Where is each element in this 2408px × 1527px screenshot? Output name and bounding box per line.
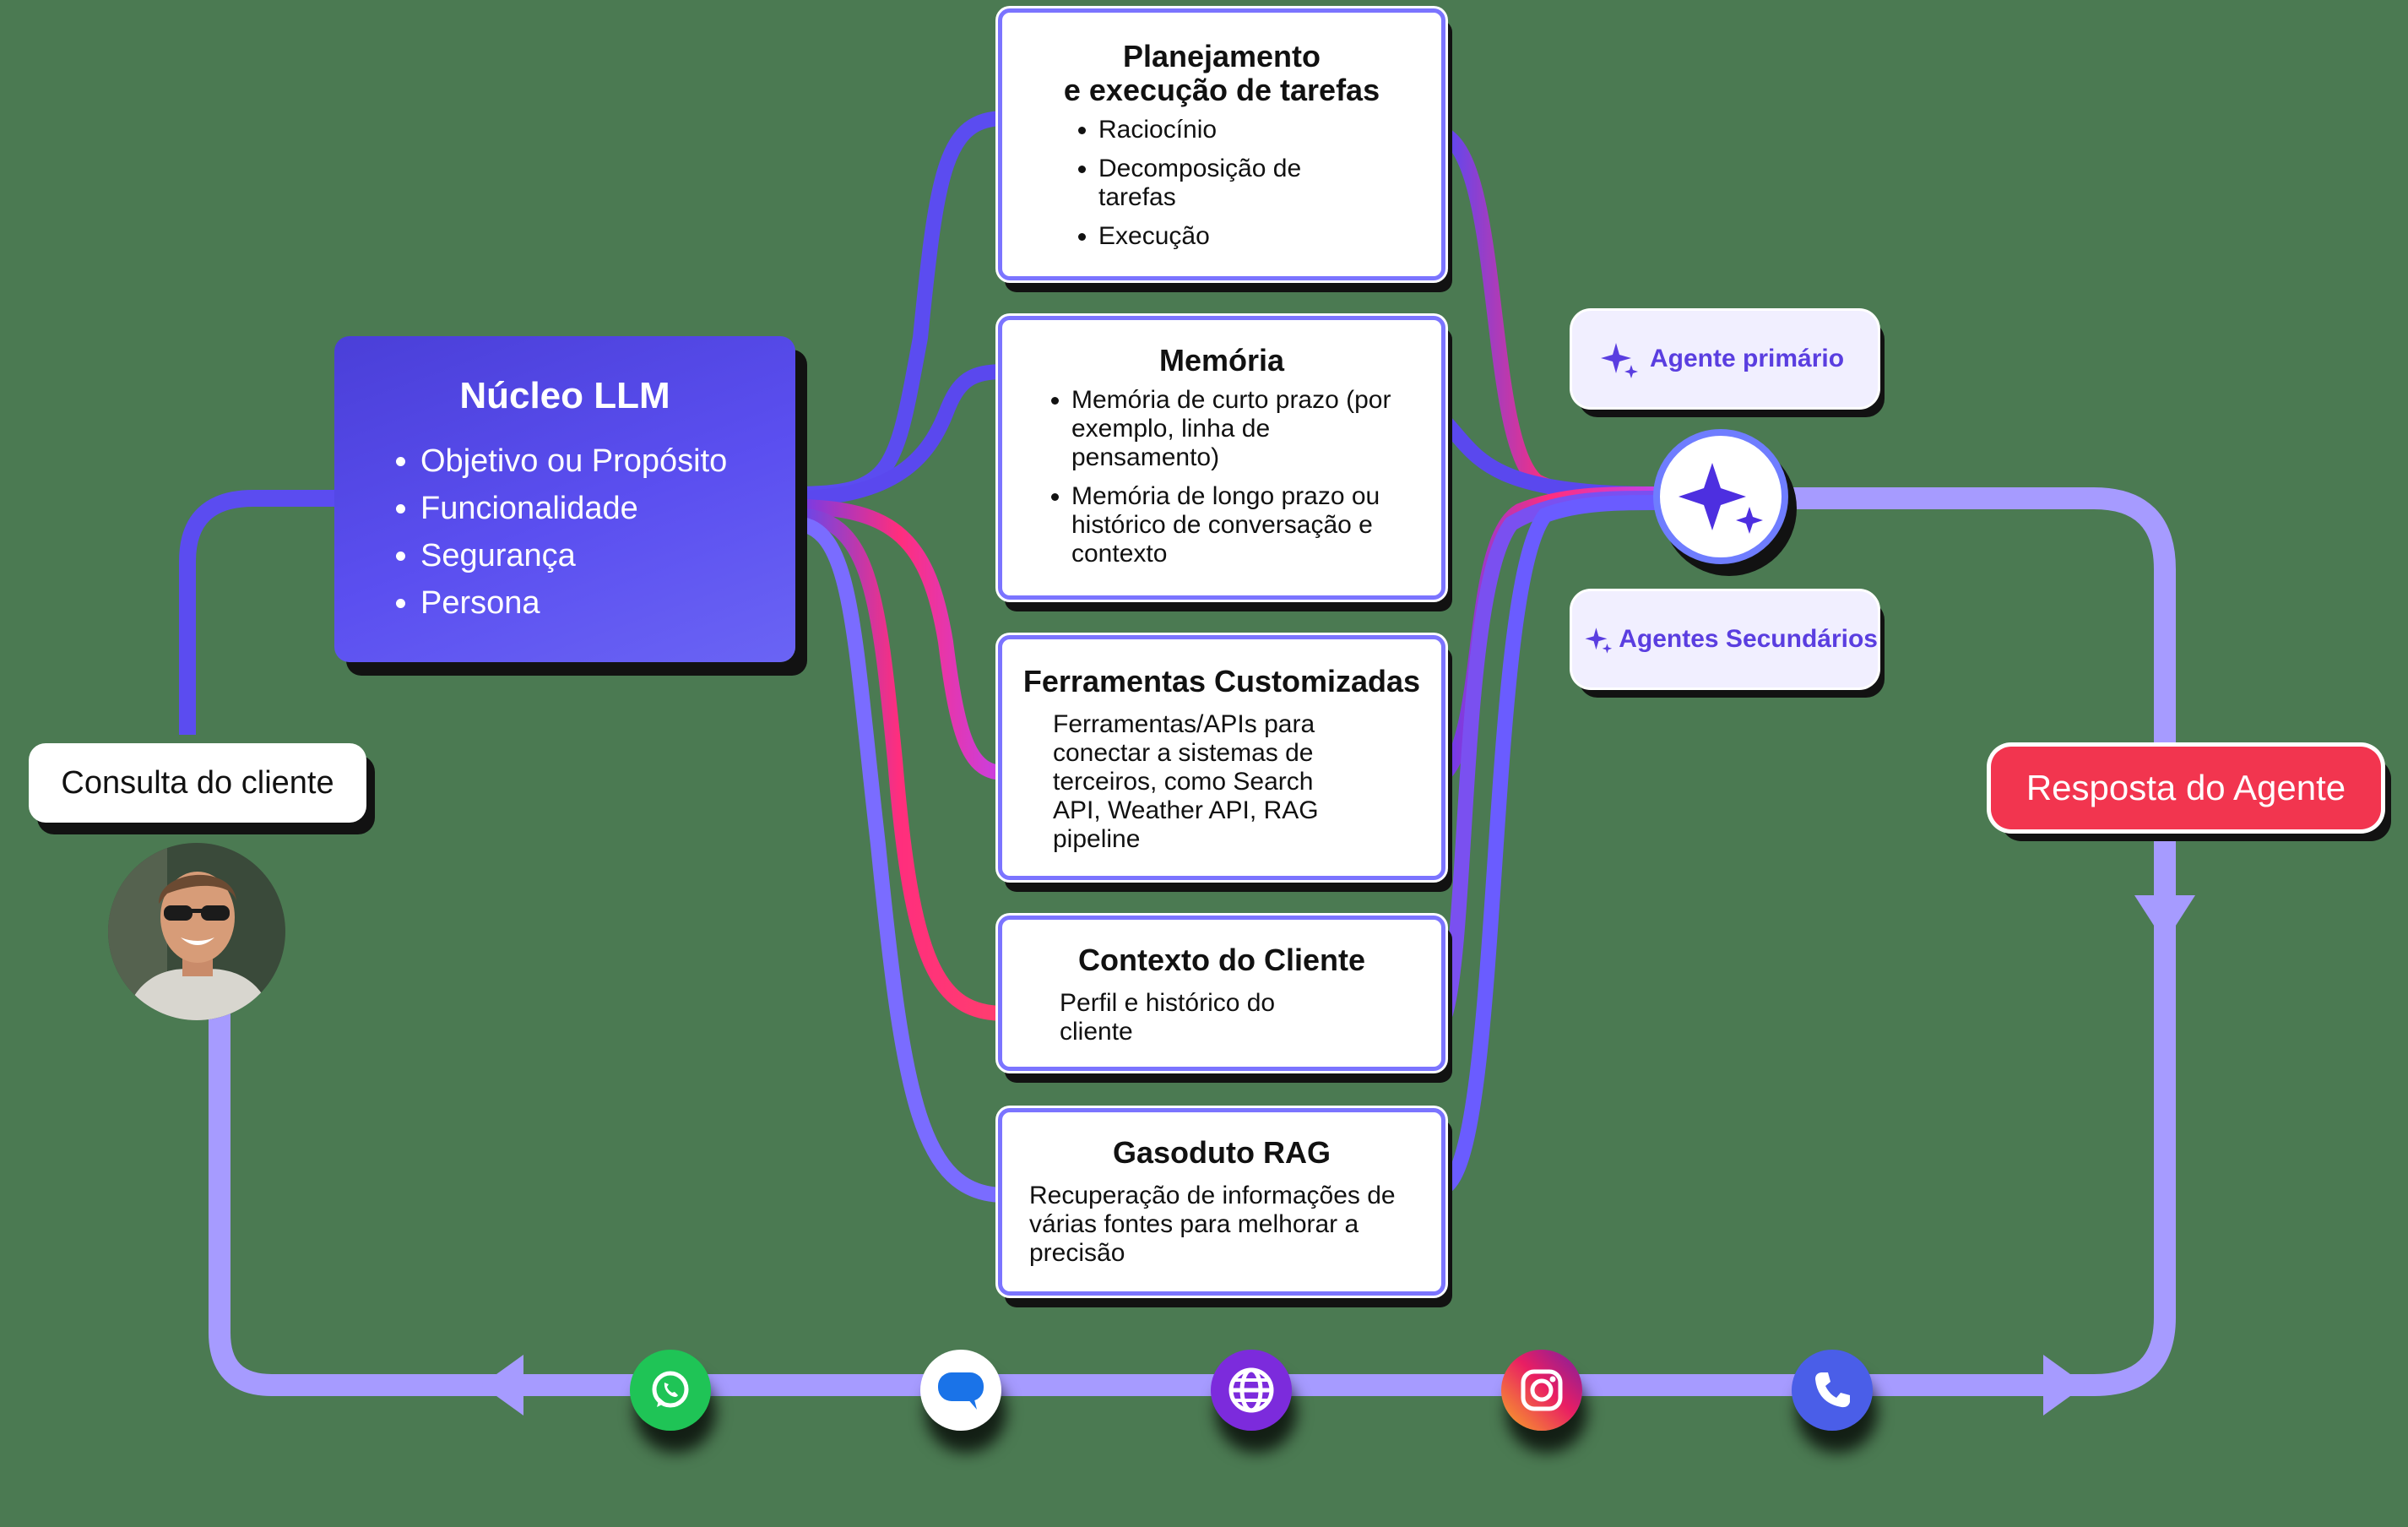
llm-core-item: Objetivo ou Propósito — [420, 437, 795, 485]
loop-arrow-left-right — [2043, 1355, 2085, 1416]
llm-core-card: Núcleo LLM Objetivo ou Propósito Funcion… — [334, 336, 795, 662]
web-icon[interactable] — [1211, 1350, 1292, 1431]
flow-context-hub — [1438, 491, 1662, 1021]
secondary-agents-pill: Agentes Secundários — [1572, 591, 1878, 687]
primary-agent-label: Agente primário — [1650, 345, 1845, 372]
planning-item: Decomposição de tarefas — [1098, 155, 1386, 212]
customer-context-desc: Perfil e histórico do cliente — [1060, 989, 1276, 1046]
return-loop — [179, 487, 2176, 1396]
planning-title-line1: Planejamento — [1122, 39, 1321, 73]
flow-core-tools — [786, 499, 1012, 780]
sparkle-icon — [1585, 628, 1613, 654]
llm-core-title: Núcleo LLM — [459, 375, 670, 416]
rag-title: Gasoduto RAG — [1113, 1135, 1331, 1170]
messages-icon[interactable] — [920, 1350, 1001, 1431]
sparkle-icon — [1679, 463, 1763, 534]
flow-core-memory — [786, 364, 1012, 506]
rag-card: Gasoduto RAG Recuperação de informações … — [998, 1108, 1445, 1296]
flow-core-planning — [786, 111, 1012, 502]
agent-response-pill: Resposta do Agente — [1991, 747, 2381, 829]
llm-core-item: Funcionalidade — [420, 485, 795, 532]
planning-list: Raciocínio Decomposição de tarefas Execu… — [1022, 116, 1386, 251]
customer-query-pill: Consulta do cliente — [29, 743, 366, 823]
customer-context-card: Contexto do Cliente Perfil e histórico d… — [998, 916, 1445, 1071]
secondary-agents-label: Agentes Secundários — [1619, 625, 1878, 653]
custom-tools-title: Ferramentas Customizadas — [1022, 664, 1421, 698]
flow-core-context — [786, 508, 1012, 1021]
flow-rag-hub — [1438, 495, 1662, 1194]
primary-agent-pill: Agente primário — [1572, 311, 1878, 407]
memory-title: Memória — [1158, 343, 1285, 378]
agent-hub — [1653, 429, 1788, 564]
planning-title-line2: e execução de tarefas — [1063, 73, 1380, 107]
llm-core-item: Segurança — [420, 532, 795, 579]
customer-context-title: Contexto do Cliente — [1078, 943, 1365, 977]
agent-response-label: Resposta do Agente — [2026, 768, 2346, 807]
customer-query-label: Consulta do cliente — [61, 764, 334, 801]
custom-tools-card: Ferramentas Customizadas Ferramentas/API… — [998, 635, 1445, 880]
instagram-icon[interactable] — [1501, 1350, 1582, 1431]
loop-arrow-down — [2134, 895, 2195, 943]
planning-card: Planejamento e execução de tarefas Racio… — [998, 8, 1445, 280]
memory-card: Memória Memória de curto prazo (por exem… — [998, 316, 1445, 600]
loop-arrow-left — [481, 1355, 523, 1416]
flow-memory-hub — [1438, 415, 1662, 502]
phone-icon[interactable] — [1792, 1350, 1873, 1431]
flow-core-rag — [786, 516, 1012, 1203]
custom-tools-desc: Ferramentas/APIs para conectar a sistema… — [1053, 710, 1319, 853]
customer-avatar — [108, 843, 285, 1020]
llm-core-item: Persona — [420, 579, 795, 627]
whatsapp-icon[interactable] — [630, 1350, 711, 1431]
planning-item: Raciocínio — [1098, 116, 1386, 144]
memory-item: Memória de curto prazo (por exemplo, lin… — [1071, 386, 1409, 472]
planning-item: Execução — [1098, 222, 1386, 251]
memory-list: Memória de curto prazo (por exemplo, lin… — [1022, 386, 1409, 568]
llm-core-list: Objetivo ou Propósito Funcionalidade Seg… — [334, 437, 795, 627]
rag-desc: Recuperação de informações de várias fon… — [1029, 1182, 1396, 1267]
memory-item: Memória de longo prazo ou histórico de c… — [1071, 482, 1409, 568]
sparkle-icon — [1601, 343, 1638, 378]
